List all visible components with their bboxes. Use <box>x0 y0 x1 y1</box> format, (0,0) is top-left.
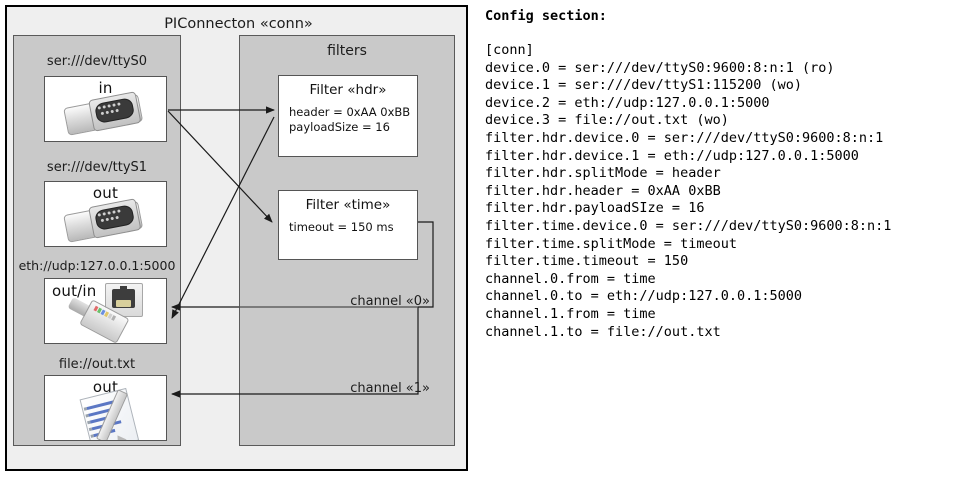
config-line: filter.time.device.0 = ser:///dev/ttyS0:… <box>485 217 892 234</box>
config-line: filter.hdr.device.1 = eth://udp:127.0.0.… <box>485 147 859 164</box>
config-line: channel.1.from = time <box>485 305 656 322</box>
device-label-ttys1: ser:///dev/ttyS1 <box>46 160 148 175</box>
device-node-ttys0-in[interactable]: in <box>44 76 167 142</box>
filter-property: payloadSize = 16 <box>289 119 390 134</box>
device-node-caption: out <box>92 184 119 202</box>
config-line: filter.time.timeout = 150 <box>485 253 689 270</box>
config-line: filter.hdr.splitMode = header <box>485 165 721 182</box>
config-line: filter.hdr.payloadSIze = 16 <box>485 200 705 217</box>
filter-card-hdr[interactable]: Filter «hdr» header = 0xAA 0xBB payloadS… <box>278 75 418 157</box>
config-line: filter.hdr.device.0 = ser:///dev/ttyS0:9… <box>485 129 884 146</box>
config-line: [conn] <box>485 42 534 58</box>
filter-card-properties: header = 0xAA 0xBB payloadSize = 16 <box>289 105 410 134</box>
device-node-caption: in <box>98 79 113 97</box>
config-line: filter.hdr.header = 0xAA 0xBB <box>485 182 721 199</box>
channel-label-0: channel «0» <box>350 294 430 309</box>
diagram-title: PIConnecton «conn» <box>164 16 313 32</box>
config-heading: Config section: <box>485 8 607 24</box>
config-line: device.3 = file://out.txt (wo) <box>485 112 729 129</box>
filter-card-time[interactable]: Filter «time» timeout = 150 ms <box>278 190 418 260</box>
filter-card-title: Filter «hdr» <box>309 82 387 98</box>
filters-group-title: filters <box>327 43 367 59</box>
filter-property: header = 0xAA 0xBB <box>289 105 411 119</box>
filter-property: timeout = 150 ms <box>289 220 394 234</box>
device-label-eth-udp: eth://udp:127.0.0.1:5000 <box>18 258 176 273</box>
device-label-file-out: file://out.txt <box>58 357 136 372</box>
config-line: channel.0.from = time <box>485 270 656 287</box>
config-line: filter.time.splitMode = timeout <box>485 235 737 252</box>
device-node-eth-outin[interactable]: out/in <box>44 278 167 344</box>
architecture-diagram: PIConnecton «conn» ser:///dev/ttyS0 in <box>0 0 478 484</box>
config-line: device.2 = eth://udp:127.0.0.1:5000 <box>485 94 770 111</box>
filter-card-title: Filter «time» <box>305 197 391 213</box>
device-node-ttys1-out[interactable]: out <box>44 181 167 247</box>
config-line: device.0 = ser:///dev/ttyS0:9600:8:n:1 (… <box>485 59 835 76</box>
config-text-block[interactable]: [conn]device.0 = ser:///dev/ttyS0:9600:8… <box>485 42 891 341</box>
config-line: device.1 = ser:///dev/ttyS1:115200 (wo) <box>485 77 802 94</box>
channel-label-1: channel «1» <box>350 381 430 396</box>
device-node-caption: out/in <box>52 282 97 300</box>
config-line: channel.1.to = file://out.txt <box>485 323 721 340</box>
device-node-file-out[interactable]: out <box>44 375 167 441</box>
device-label-ttys0: ser:///dev/ttyS0 <box>46 54 148 69</box>
config-line: channel.0.to = eth://udp:127.0.0.1:5000 <box>485 288 802 305</box>
config-panel: Config section: [conn]device.0 = ser:///… <box>482 0 964 484</box>
filter-card-properties: timeout = 150 ms <box>289 220 394 235</box>
